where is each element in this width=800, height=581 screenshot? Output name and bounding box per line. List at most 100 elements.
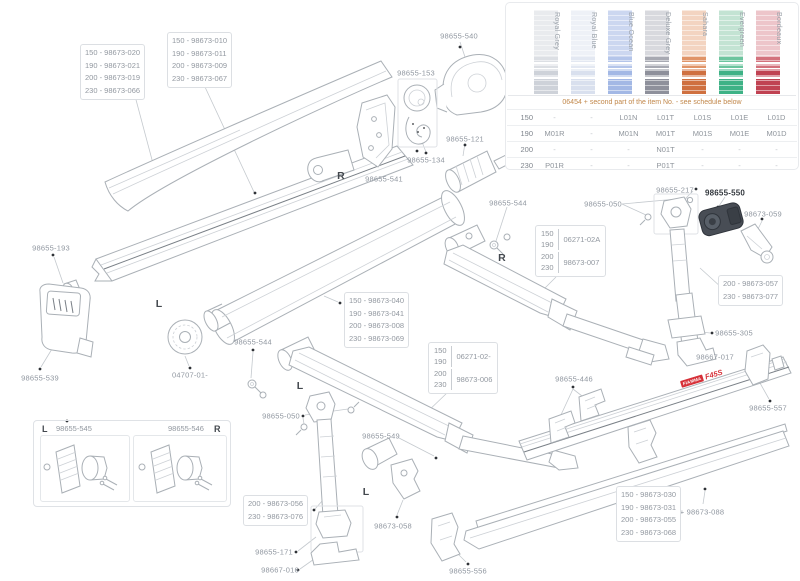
kit-right-part-label: 98655-546: [168, 424, 204, 433]
motor-kit-153: [397, 78, 438, 148]
rail-clamp-bracket: [627, 419, 658, 464]
part-number-line: 150 - 98673-010: [172, 36, 228, 45]
part-number-line: 190 - 98673-021: [85, 60, 141, 70]
part-number-line: 230 - 98673-077: [723, 291, 779, 301]
part-label: 98673-058: [374, 521, 412, 531]
support-leg-right: [639, 193, 717, 367]
schedule-cell: -: [590, 145, 593, 154]
part-label: 98655-153: [397, 68, 435, 78]
schedule-cell: M01S: [692, 129, 713, 138]
side-marker: R: [337, 170, 345, 182]
roller-tube: [211, 190, 465, 345]
fabric-name: Royal Blue: [590, 12, 597, 49]
schedule-cell: -: [553, 113, 556, 122]
schedule-cell: -: [590, 129, 593, 138]
schedule-cell: M01R: [544, 129, 565, 138]
part-label: 98655-557: [749, 403, 787, 413]
part-label: 98655-193: [32, 243, 70, 253]
schedule-cell: L01E: [730, 113, 749, 122]
support-leg-center: [295, 391, 364, 566]
schedule-cell: -: [553, 145, 556, 154]
part-label: 98655-305: [715, 328, 753, 338]
side-marker: L: [362, 486, 370, 498]
kit-right-box: [133, 435, 227, 502]
part-number-line: 200 - 98673-008: [349, 321, 405, 330]
case-lid-profile: [104, 60, 393, 212]
side-marker: L: [296, 380, 304, 392]
kit-drawing-left: [43, 444, 118, 494]
bracket-556: [430, 512, 461, 562]
fabric-swatch: Blue Ocean: [608, 10, 634, 94]
schedule-size: 150: [520, 113, 533, 122]
part-label: 98655-134: [407, 155, 445, 165]
schedule-caption: 06454 + second part of the item No. - se…: [508, 95, 796, 109]
part-number-line: 190 - 98673-031: [621, 502, 677, 512]
schedule-cell: M01N: [618, 129, 639, 138]
part-label: 98655-171: [255, 547, 293, 557]
schedule-cell: -: [590, 161, 593, 170]
schedule-cell: M01D: [766, 129, 787, 138]
kit-left-box: [40, 435, 130, 502]
fabric-name: Deluxe Grey: [664, 12, 671, 55]
part-label: 98655-549: [362, 431, 400, 441]
part-number-line: 230 - 98673-067: [172, 73, 228, 83]
part-label: 98655-217: [656, 185, 694, 195]
schedule-cell: L01N: [619, 113, 638, 122]
fabric-schedule-panel: Royal Grey Royal Blue Blue Ocean Deluxe Gre…: [505, 2, 799, 170]
part-label: 04707-01-: [172, 370, 208, 380]
part-number-line: 230 - 98673-076: [248, 511, 304, 521]
schedule-cell: -: [701, 145, 704, 154]
part-number-line: 230 - 98673-068: [621, 527, 677, 537]
brand-badge: FIAMMA: [679, 374, 705, 388]
part-label: 98673-059: [744, 209, 782, 219]
end-kit-panel: L 98655-545 98655-546 R: [33, 420, 231, 507]
case-base-profile: [91, 145, 414, 282]
fabric-swatch: Royal Grey: [534, 10, 560, 94]
fabric-name: Evergreen: [738, 12, 745, 47]
roller-support-549: [361, 437, 421, 500]
fabric-swatch: Royal Blue: [571, 10, 597, 94]
kit-left-side-marker: L: [42, 424, 48, 434]
part-label: 98655-544: [489, 198, 527, 208]
schedule-cell: -: [738, 161, 741, 170]
part-label: 98655-050: [262, 411, 300, 421]
schedule-cell: -: [590, 113, 593, 122]
part-number-line: 200 - 98673-056: [248, 499, 304, 508]
end-bracket-541: [356, 94, 396, 168]
part-number-line: 200 - 98673-019: [85, 73, 141, 82]
schedule-cell: P01T: [656, 161, 675, 170]
side-marker: R: [498, 252, 506, 264]
part-label: 98655-544: [234, 337, 272, 347]
part-label: 98655-446: [555, 374, 593, 384]
fabric-swatch: Deluxe Grey: [645, 10, 671, 94]
side-marker: L: [155, 298, 163, 310]
fabric-name: Blue Ocean: [627, 12, 634, 52]
model-badge: F45S: [703, 367, 724, 382]
schedule-row: 200---N01T---: [507, 141, 797, 157]
part-number-line: 230 - 98673-066: [85, 85, 141, 95]
schedule-cell: N01T: [656, 145, 675, 154]
wall-bracket-539: [39, 279, 94, 358]
part-number-line: 200 - 98673-055: [621, 515, 677, 524]
schedule-cell: L01T: [656, 113, 675, 122]
schedule-cell: -: [738, 145, 741, 154]
part-label: 98667-017: [696, 352, 734, 362]
schedule-size: 200: [520, 145, 533, 154]
part-number-line: 230 - 98673-069: [349, 333, 405, 343]
part-number-line: 150 - 98673-040: [349, 296, 405, 305]
part-label: + 98673-088: [679, 507, 725, 517]
part-number-box: 200 - 98673-056 230 - 98673-076: [243, 495, 309, 526]
schedule-cell: P01R: [545, 161, 564, 170]
part-label: 98655-539: [21, 373, 59, 383]
part-label: 98655-121: [446, 134, 484, 144]
